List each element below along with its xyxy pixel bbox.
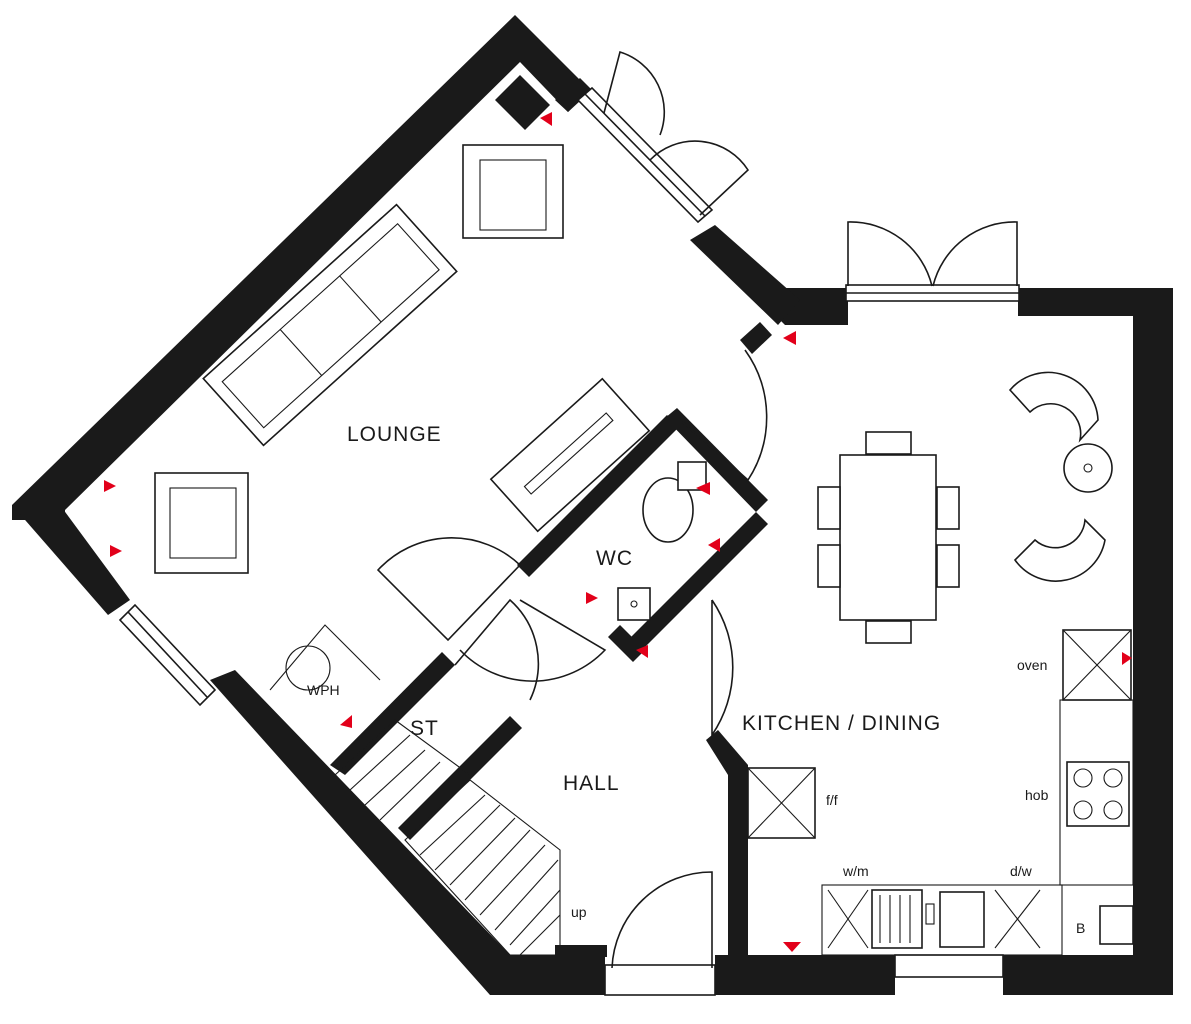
label-up: up bbox=[571, 904, 587, 920]
wall-wc-north bbox=[665, 408, 768, 512]
label-washing-machine: w/m bbox=[842, 863, 869, 879]
dining-chair-right-2 bbox=[936, 544, 960, 588]
lounge-kitchen-door-swing bbox=[679, 349, 768, 482]
dining-chair-bottom bbox=[865, 620, 912, 644]
kitchen-dining-furniture bbox=[747, 371, 1170, 956]
room-label-kitchen-dining: KITCHEN / DINING bbox=[742, 712, 941, 735]
hob bbox=[1066, 761, 1130, 827]
dining-chair-top bbox=[865, 431, 912, 455]
armchair-left-seat bbox=[169, 487, 237, 559]
stairs-upper bbox=[334, 719, 471, 776]
wall-southwest-diagonal bbox=[210, 670, 605, 995]
marker-wc-left bbox=[586, 592, 598, 604]
wc-fixtures bbox=[617, 461, 707, 621]
wall-wc-east bbox=[620, 512, 768, 660]
label-boiler: B bbox=[1076, 920, 1085, 936]
front-door-frame bbox=[604, 964, 716, 996]
media-unit bbox=[489, 377, 651, 533]
wc-toilet bbox=[642, 477, 694, 543]
marker-kitchen-bottom bbox=[783, 942, 801, 952]
wall-south-hall-right bbox=[715, 955, 895, 995]
wall-lounge-northwest bbox=[12, 15, 590, 520]
wc-basin bbox=[617, 587, 651, 621]
tub-chair-top bbox=[1008, 371, 1099, 443]
store-door-swing bbox=[454, 598, 540, 701]
wc-basin-drain bbox=[630, 600, 638, 608]
wph-desk bbox=[269, 624, 381, 691]
front-door-swing bbox=[611, 871, 713, 969]
lounge-door-swing-2 bbox=[649, 140, 750, 216]
sofa bbox=[202, 203, 458, 447]
wall-wc-south bbox=[608, 625, 645, 662]
marker-wc-top bbox=[696, 482, 710, 495]
stairs-outline bbox=[404, 779, 561, 956]
lounge-door-swing-1 bbox=[603, 50, 666, 136]
wall-stair-bottom bbox=[555, 945, 607, 957]
dining-chair-left-1 bbox=[817, 486, 841, 530]
lounge-door-glass bbox=[584, 93, 706, 217]
worktop-right bbox=[1059, 699, 1134, 886]
marker-kitchen-door bbox=[783, 331, 796, 345]
boiler bbox=[1099, 905, 1134, 945]
wall-lounge-door-jamb bbox=[555, 78, 592, 112]
windows-doors bbox=[118, 50, 1020, 996]
walls bbox=[12, 15, 1173, 995]
wall-north-kitchen-right bbox=[1018, 288, 1173, 316]
dining-table bbox=[839, 454, 937, 621]
wall-lounge-northeast bbox=[690, 225, 800, 325]
label-wph: WPH bbox=[307, 682, 340, 698]
side-table bbox=[1063, 443, 1113, 493]
kitchen-door-swing-left bbox=[847, 221, 933, 287]
fixture-labels: WPH up oven hob f/f w/m d/w B bbox=[307, 657, 1085, 936]
marker-oven bbox=[1122, 652, 1132, 665]
lounge-hall-door-swing bbox=[376, 537, 522, 642]
marker-wc-bottom bbox=[636, 645, 648, 658]
wall-lounge-north-corner bbox=[495, 75, 550, 130]
wall-hall-lounge bbox=[330, 652, 455, 775]
label-oven: oven bbox=[1017, 657, 1047, 673]
wall-stair-partition bbox=[398, 716, 522, 840]
wc-cistern bbox=[677, 461, 707, 491]
wall-east bbox=[1133, 288, 1173, 995]
kitchen-south-window bbox=[894, 954, 1004, 978]
marker-wc-right bbox=[708, 538, 720, 552]
armchair-top-seat bbox=[479, 159, 547, 231]
kitchen-sink-bowl bbox=[939, 891, 985, 948]
room-labels: LOUNGE WC KITCHEN / DINING HALL ST bbox=[347, 423, 941, 795]
wall-wc-west bbox=[517, 415, 679, 577]
label-hob: hob bbox=[1025, 787, 1049, 803]
room-label-lounge: LOUNGE bbox=[347, 423, 442, 446]
stairs bbox=[334, 719, 561, 956]
wall-kitchen-hall bbox=[728, 765, 748, 955]
electrical-markers bbox=[104, 112, 1132, 952]
wall-kitchen-hall-top bbox=[706, 730, 748, 775]
marker-lounge-left-1 bbox=[104, 480, 116, 492]
tub-chair-bottom bbox=[1013, 518, 1106, 582]
worktop-bottom bbox=[821, 884, 1063, 956]
armchair-top bbox=[462, 144, 564, 239]
label-fridge-freezer: f/f bbox=[826, 792, 838, 808]
label-dishwasher: d/w bbox=[1010, 863, 1033, 879]
marker-lounge-left-2 bbox=[110, 545, 122, 557]
marker-lounge-top bbox=[540, 112, 552, 126]
dining-chair-left-2 bbox=[817, 544, 841, 588]
kitchen-hall-door-swing bbox=[711, 599, 734, 738]
room-label-hall: HALL bbox=[563, 772, 620, 795]
lounge-furniture bbox=[154, 144, 651, 691]
lounge-west-window-glass bbox=[127, 611, 208, 698]
dining-chair-right-1 bbox=[936, 486, 960, 530]
wc-door-swing bbox=[459, 599, 607, 682]
kitchen-door-swing-right bbox=[932, 221, 1018, 287]
wall-lounge-southwest bbox=[12, 505, 130, 615]
room-label-wc: WC bbox=[596, 547, 633, 570]
room-label-store: ST bbox=[410, 717, 439, 740]
wall-lounge-kitchen-stub bbox=[740, 322, 772, 354]
marker-lounge-bottom bbox=[340, 715, 352, 728]
